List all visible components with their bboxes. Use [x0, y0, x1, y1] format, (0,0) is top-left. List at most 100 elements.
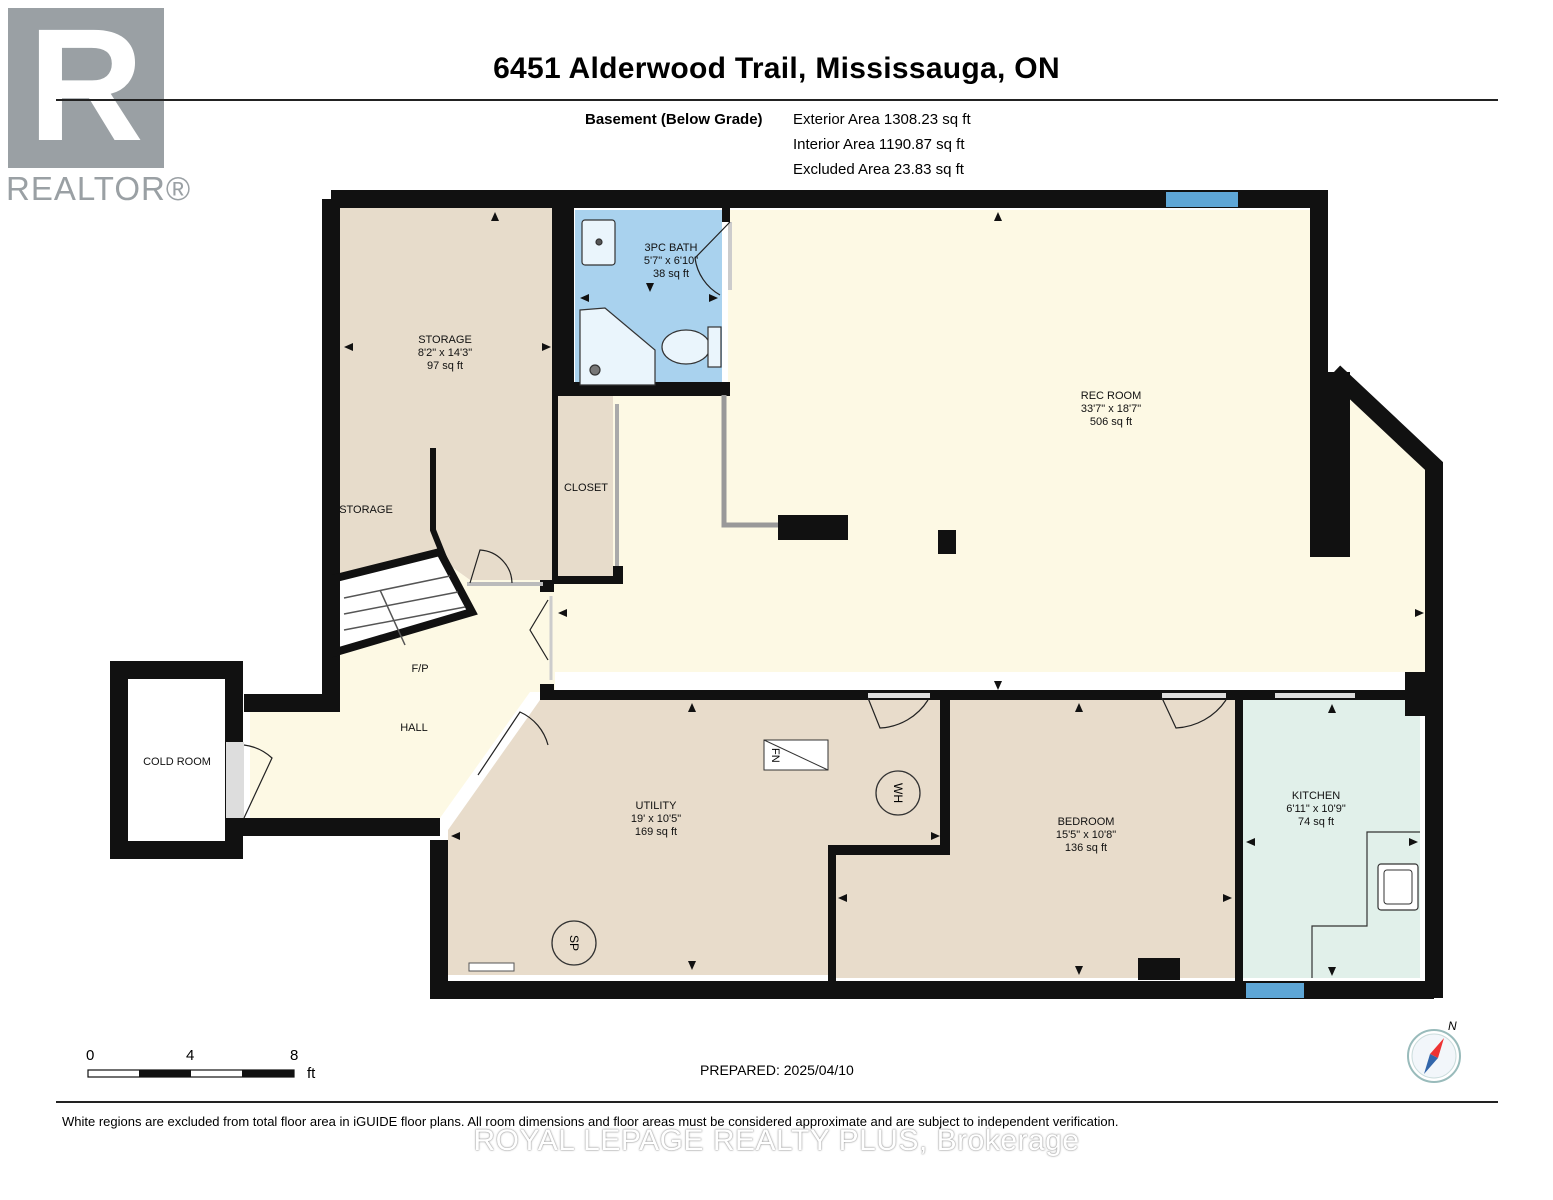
bedroom-name: BEDROOM [1058, 816, 1115, 828]
realtor-logo-box [8, 8, 164, 168]
rec-partition [721, 395, 778, 528]
closet-fill [557, 396, 613, 576]
closet-name: CLOSET [564, 482, 608, 494]
realtor-logo-mark: R [28, 0, 144, 170]
sink-drain [595, 238, 603, 246]
stair-tread [343, 575, 451, 599]
arrow-bedroom-right [1223, 894, 1232, 902]
storage-door-swing [469, 549, 513, 584]
cold-room-name: COLD ROOM [143, 756, 211, 768]
cold-room-door-opening [226, 742, 244, 818]
arrow-rec-bottom [994, 681, 1002, 690]
kitchen-dims: 6'11" x 10'9" [1286, 803, 1346, 815]
arrow-bath-bottom [646, 283, 654, 292]
bath-area: 38 sq ft [653, 268, 689, 280]
footer-divider [56, 1101, 1498, 1103]
compass: N [1407, 1019, 1461, 1083]
water-heater-label: WH [891, 783, 905, 803]
sump-pump-label: SP [567, 935, 581, 951]
bedroom-pier [1138, 958, 1180, 980]
arrow-rec-right [1415, 609, 1424, 617]
bath-name: 3PC BATH [645, 242, 698, 254]
storage-dims: 8'2" x 14'3" [418, 347, 472, 359]
arrow-bedroom-bottom [1075, 966, 1083, 975]
dimension-arrows [344, 212, 1424, 976]
kitchen-opening [1275, 693, 1355, 698]
closet-south-jamb [613, 566, 623, 584]
kitchen-area: 74 sq ft [1298, 816, 1334, 828]
bedroom-fill [835, 700, 1235, 978]
fp-label: F/P [411, 663, 428, 675]
cold-room-door-swing [243, 744, 273, 819]
south-wall [430, 840, 1434, 999]
exterior-area: Exterior Area 1308.23 sq ft [793, 111, 971, 128]
kitchen-name: KITCHEN [1292, 790, 1340, 802]
scale-bar-segment [139, 1070, 191, 1077]
arrow-utility-left [451, 832, 460, 840]
west-wall [244, 199, 340, 712]
door-swings [243, 221, 1227, 819]
kitchen-counter [1311, 831, 1420, 978]
compass-north-label: N [1448, 1019, 1457, 1033]
bedroom-west-wall [940, 690, 950, 850]
storage-room-fill [340, 208, 555, 580]
arrow-kitchen-left [1246, 838, 1255, 846]
rec-room-dims: 33'7" x 18'7" [1081, 403, 1141, 415]
kitchen-fill [1242, 700, 1420, 978]
arrow-storage-top [491, 212, 499, 221]
arrow-storage-left [344, 343, 353, 351]
furnace-label: FN [769, 748, 781, 763]
bath-door-swing [694, 221, 731, 296]
floor-label: Basement (Below Grade) [585, 111, 763, 128]
arrow-storage-right [542, 343, 551, 351]
water-heater [875, 770, 921, 816]
title-divider [56, 99, 1498, 101]
rec-beam [778, 515, 848, 540]
disclaimer: White regions are excluded from total fl… [62, 1114, 1119, 1129]
east-wall-pier [1310, 372, 1350, 557]
hall-corner-post [540, 580, 554, 592]
stair-direction-line [379, 589, 406, 646]
stair-treads [343, 575, 466, 646]
rec-south-wall [540, 690, 1420, 700]
closet-west-wall [552, 396, 558, 580]
kitchen-sink-basin [1383, 869, 1413, 905]
shower-drain [589, 364, 601, 376]
hall-south-wall [234, 818, 440, 836]
hall-name: HALL [400, 722, 428, 734]
arrow-rec-top [994, 212, 1002, 221]
arrow-rec-left [558, 609, 567, 617]
storage-area: 97 sq ft [427, 360, 463, 372]
arrow-bath-right [709, 294, 718, 302]
arrow-bath-left [580, 294, 589, 302]
rec-room-fill [555, 210, 1425, 672]
toilet-bowl [661, 329, 711, 365]
arrow-bedroom-top [1075, 703, 1083, 712]
rec-post [938, 530, 956, 554]
rec-window [1166, 192, 1238, 207]
hall-fill [250, 555, 555, 832]
utility-panel [468, 962, 515, 972]
kitchen-window [1246, 983, 1304, 998]
realtor-logo: R [8, 0, 164, 170]
sump-pump [551, 920, 597, 966]
stair-tread [343, 591, 459, 615]
bedroom-dims: 15'5" x 10'8" [1056, 829, 1116, 841]
arrow-utility-bottom [688, 961, 696, 970]
arrow-utility-right [931, 832, 940, 840]
compass-needle-south [1424, 1054, 1438, 1074]
storage-small-name: STORAGE [339, 504, 393, 516]
brokerage-watermark: ROYAL LEPAGE REALTY PLUS, Brokerage [473, 1124, 1080, 1157]
scale-bar [87, 1069, 295, 1078]
kitchen-ne-pier [1405, 672, 1435, 716]
scale-label-4: 4 [186, 1047, 195, 1064]
bedroom-door-opening [1162, 693, 1226, 698]
interior-area: Interior Area 1190.87 sq ft [793, 136, 965, 153]
hall-door-swing [477, 711, 549, 776]
scale-bar-segment [242, 1070, 294, 1077]
utility-dims: 19' x 10'5" [631, 813, 681, 825]
bedroom-door-swing [1161, 697, 1227, 729]
realtor-wordmark: REALTOR® [6, 170, 192, 207]
compass-needle-north [1430, 1038, 1444, 1058]
